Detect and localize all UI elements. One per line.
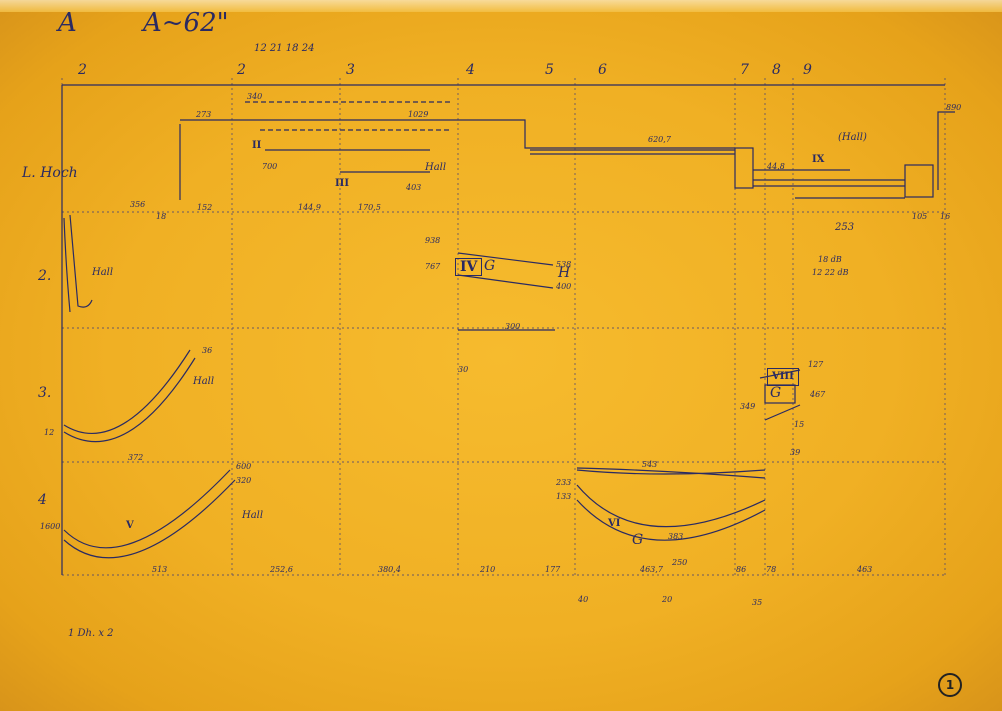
num-16: 16	[940, 212, 951, 221]
num-467: 467	[810, 390, 826, 399]
layer-hall-paren: (Hall)	[838, 132, 867, 143]
num-18db: 18 dB	[818, 255, 842, 264]
num-12: 12	[44, 428, 55, 437]
layer-IV-G: G	[484, 258, 496, 274]
num-170-5: 170,5	[358, 203, 381, 212]
section-6: 6	[598, 62, 607, 78]
num-463: 463	[857, 565, 873, 574]
layer-VI: VI	[608, 518, 621, 529]
num-538: 538	[556, 260, 572, 269]
layer-VIII-G: G	[770, 385, 782, 401]
hall-label-1: Hall	[92, 267, 114, 278]
page-number: 1	[938, 673, 962, 697]
section-7: 7	[740, 62, 749, 78]
row-2-label: 2.	[38, 268, 52, 284]
num-233: 233	[556, 478, 572, 487]
num-86: 86	[736, 565, 747, 574]
num-250: 250	[672, 558, 688, 567]
section-1: 2	[78, 62, 87, 78]
num-300: 300	[505, 322, 521, 331]
num-403: 403	[406, 183, 422, 192]
num-349: 349	[740, 402, 756, 411]
num-133: 133	[556, 492, 572, 501]
num-35: 35	[752, 598, 763, 607]
num-320: 320	[236, 476, 252, 485]
section-4: 4	[466, 62, 475, 78]
num-252-6: 252,6	[270, 565, 293, 574]
num-620-7: 620,7	[648, 135, 671, 144]
num-127: 127	[808, 360, 824, 369]
section-5: 5	[545, 62, 554, 78]
layer-VIII: VIII	[767, 368, 799, 386]
num-105: 105	[912, 212, 928, 221]
layer-VI-G: G	[632, 532, 644, 548]
row-3-label: 3.	[38, 385, 52, 401]
num-1600: 1600	[40, 522, 61, 531]
num-340: 340	[247, 92, 263, 101]
num-273: 273	[196, 110, 212, 119]
num-543: 543	[642, 460, 658, 469]
num-890: 890	[946, 103, 962, 112]
hall-label-3: Hall	[242, 510, 264, 521]
num-30: 30	[458, 365, 469, 374]
num-36: 36	[202, 346, 213, 355]
annotation-dh: 1 Dh. x 2	[68, 628, 114, 639]
num-400: 400	[556, 282, 572, 291]
section-mark: A	[58, 8, 77, 38]
num-78: 78	[766, 565, 777, 574]
num-15: 15	[794, 420, 805, 429]
num-152: 152	[197, 203, 213, 212]
layer-H: H	[558, 265, 571, 281]
num-600: 600	[236, 462, 252, 471]
layer-III: III	[335, 178, 350, 189]
hall-label-2: Hall	[193, 376, 215, 387]
num-44-8: 44,8	[767, 162, 785, 171]
num-1029: 1029	[408, 110, 429, 119]
tempo-marks: 12 21 18 24	[254, 43, 315, 54]
layer-IX: IX	[812, 154, 825, 165]
section-9: 9	[803, 62, 812, 78]
num-20: 20	[662, 595, 673, 604]
num-767: 767	[425, 262, 441, 271]
num-253: 253	[835, 222, 855, 233]
layer-IV-box: IV	[455, 258, 483, 276]
num-356: 356	[130, 200, 146, 209]
num-372: 372	[128, 453, 144, 462]
section-2: 2	[237, 62, 246, 78]
num-210: 210	[480, 565, 496, 574]
num-383: 383	[668, 532, 684, 541]
num-18: 18	[156, 212, 167, 221]
num-144-9: 144,9	[298, 203, 321, 212]
num-938: 938	[425, 236, 441, 245]
layer-V: V	[126, 520, 134, 531]
row-4-label: 4	[38, 492, 47, 508]
num-22db: 12 22 dB	[812, 268, 849, 277]
num-177: 177	[545, 565, 561, 574]
num-513: 513	[152, 565, 168, 574]
row-1-label: L. Hoch	[22, 165, 78, 181]
hall-label-4: Hall	[425, 162, 447, 173]
num-39: 39	[790, 448, 801, 457]
section-3: 3	[346, 62, 355, 78]
layer-II: II	[252, 140, 262, 151]
num-380-4: 380,4	[378, 565, 401, 574]
section-8: 8	[772, 62, 781, 78]
page-title: A~62"	[143, 8, 229, 38]
num-700: 700	[262, 162, 278, 171]
num-463-7: 463,7	[640, 565, 663, 574]
num-40: 40	[578, 595, 589, 604]
